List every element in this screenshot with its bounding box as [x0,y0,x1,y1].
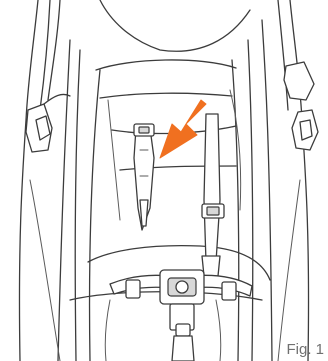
center-buckle [160,270,204,361]
right-shoulder-strap [202,114,224,276]
left-hinge [26,94,70,152]
waist-adjuster-right [222,282,236,300]
left-frame [19,0,110,361]
right-frame [216,0,309,361]
indicator-arrow [160,100,206,158]
figure-label: Fig. 1 [286,342,324,357]
left-shoulder-strap [134,124,154,230]
waist-adjuster-left [126,280,140,298]
